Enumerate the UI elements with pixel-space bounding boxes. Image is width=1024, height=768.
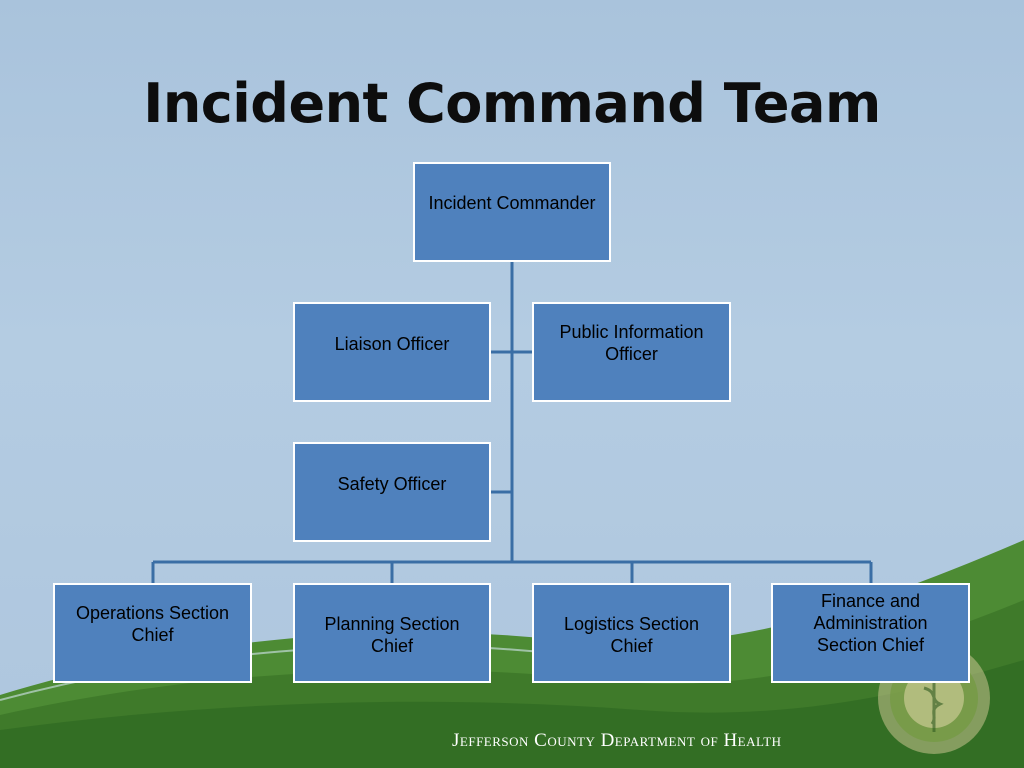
public-information-officer-label: Public Information Officer (559, 322, 704, 364)
liaison-officer-label: Liaison Officer (334, 334, 450, 354)
logistics-section-chief-box: Logistics Section Chief (532, 583, 731, 683)
incident-commander-label: Incident Commander (428, 193, 596, 213)
incident-commander-box: Incident Commander (413, 162, 611, 262)
footer-department-name: Jefferson County Department of Health (452, 730, 782, 751)
safety-officer-label: Safety Officer (337, 474, 447, 494)
operations-section-chief-box: Operations Section Chief (53, 583, 252, 683)
planning-section-chief-label: Planning Section Chief (324, 614, 460, 656)
liaison-officer-box: Liaison Officer (293, 302, 491, 402)
operations-section-chief-label: Operations Section Chief (75, 603, 230, 645)
safety-officer-box: Safety Officer (293, 442, 491, 542)
finance-administration-section-chief-label: Finance and Administration Section Chief (813, 591, 928, 655)
public-information-officer-box: Public Information Officer (532, 302, 731, 402)
slide-title: Incident Command Team (143, 72, 881, 135)
finance-administration-section-chief-box: Finance and Administration Section Chief (771, 583, 970, 683)
planning-section-chief-box: Planning Section Chief (293, 583, 491, 683)
logistics-section-chief-label: Logistics Section Chief (563, 614, 700, 656)
